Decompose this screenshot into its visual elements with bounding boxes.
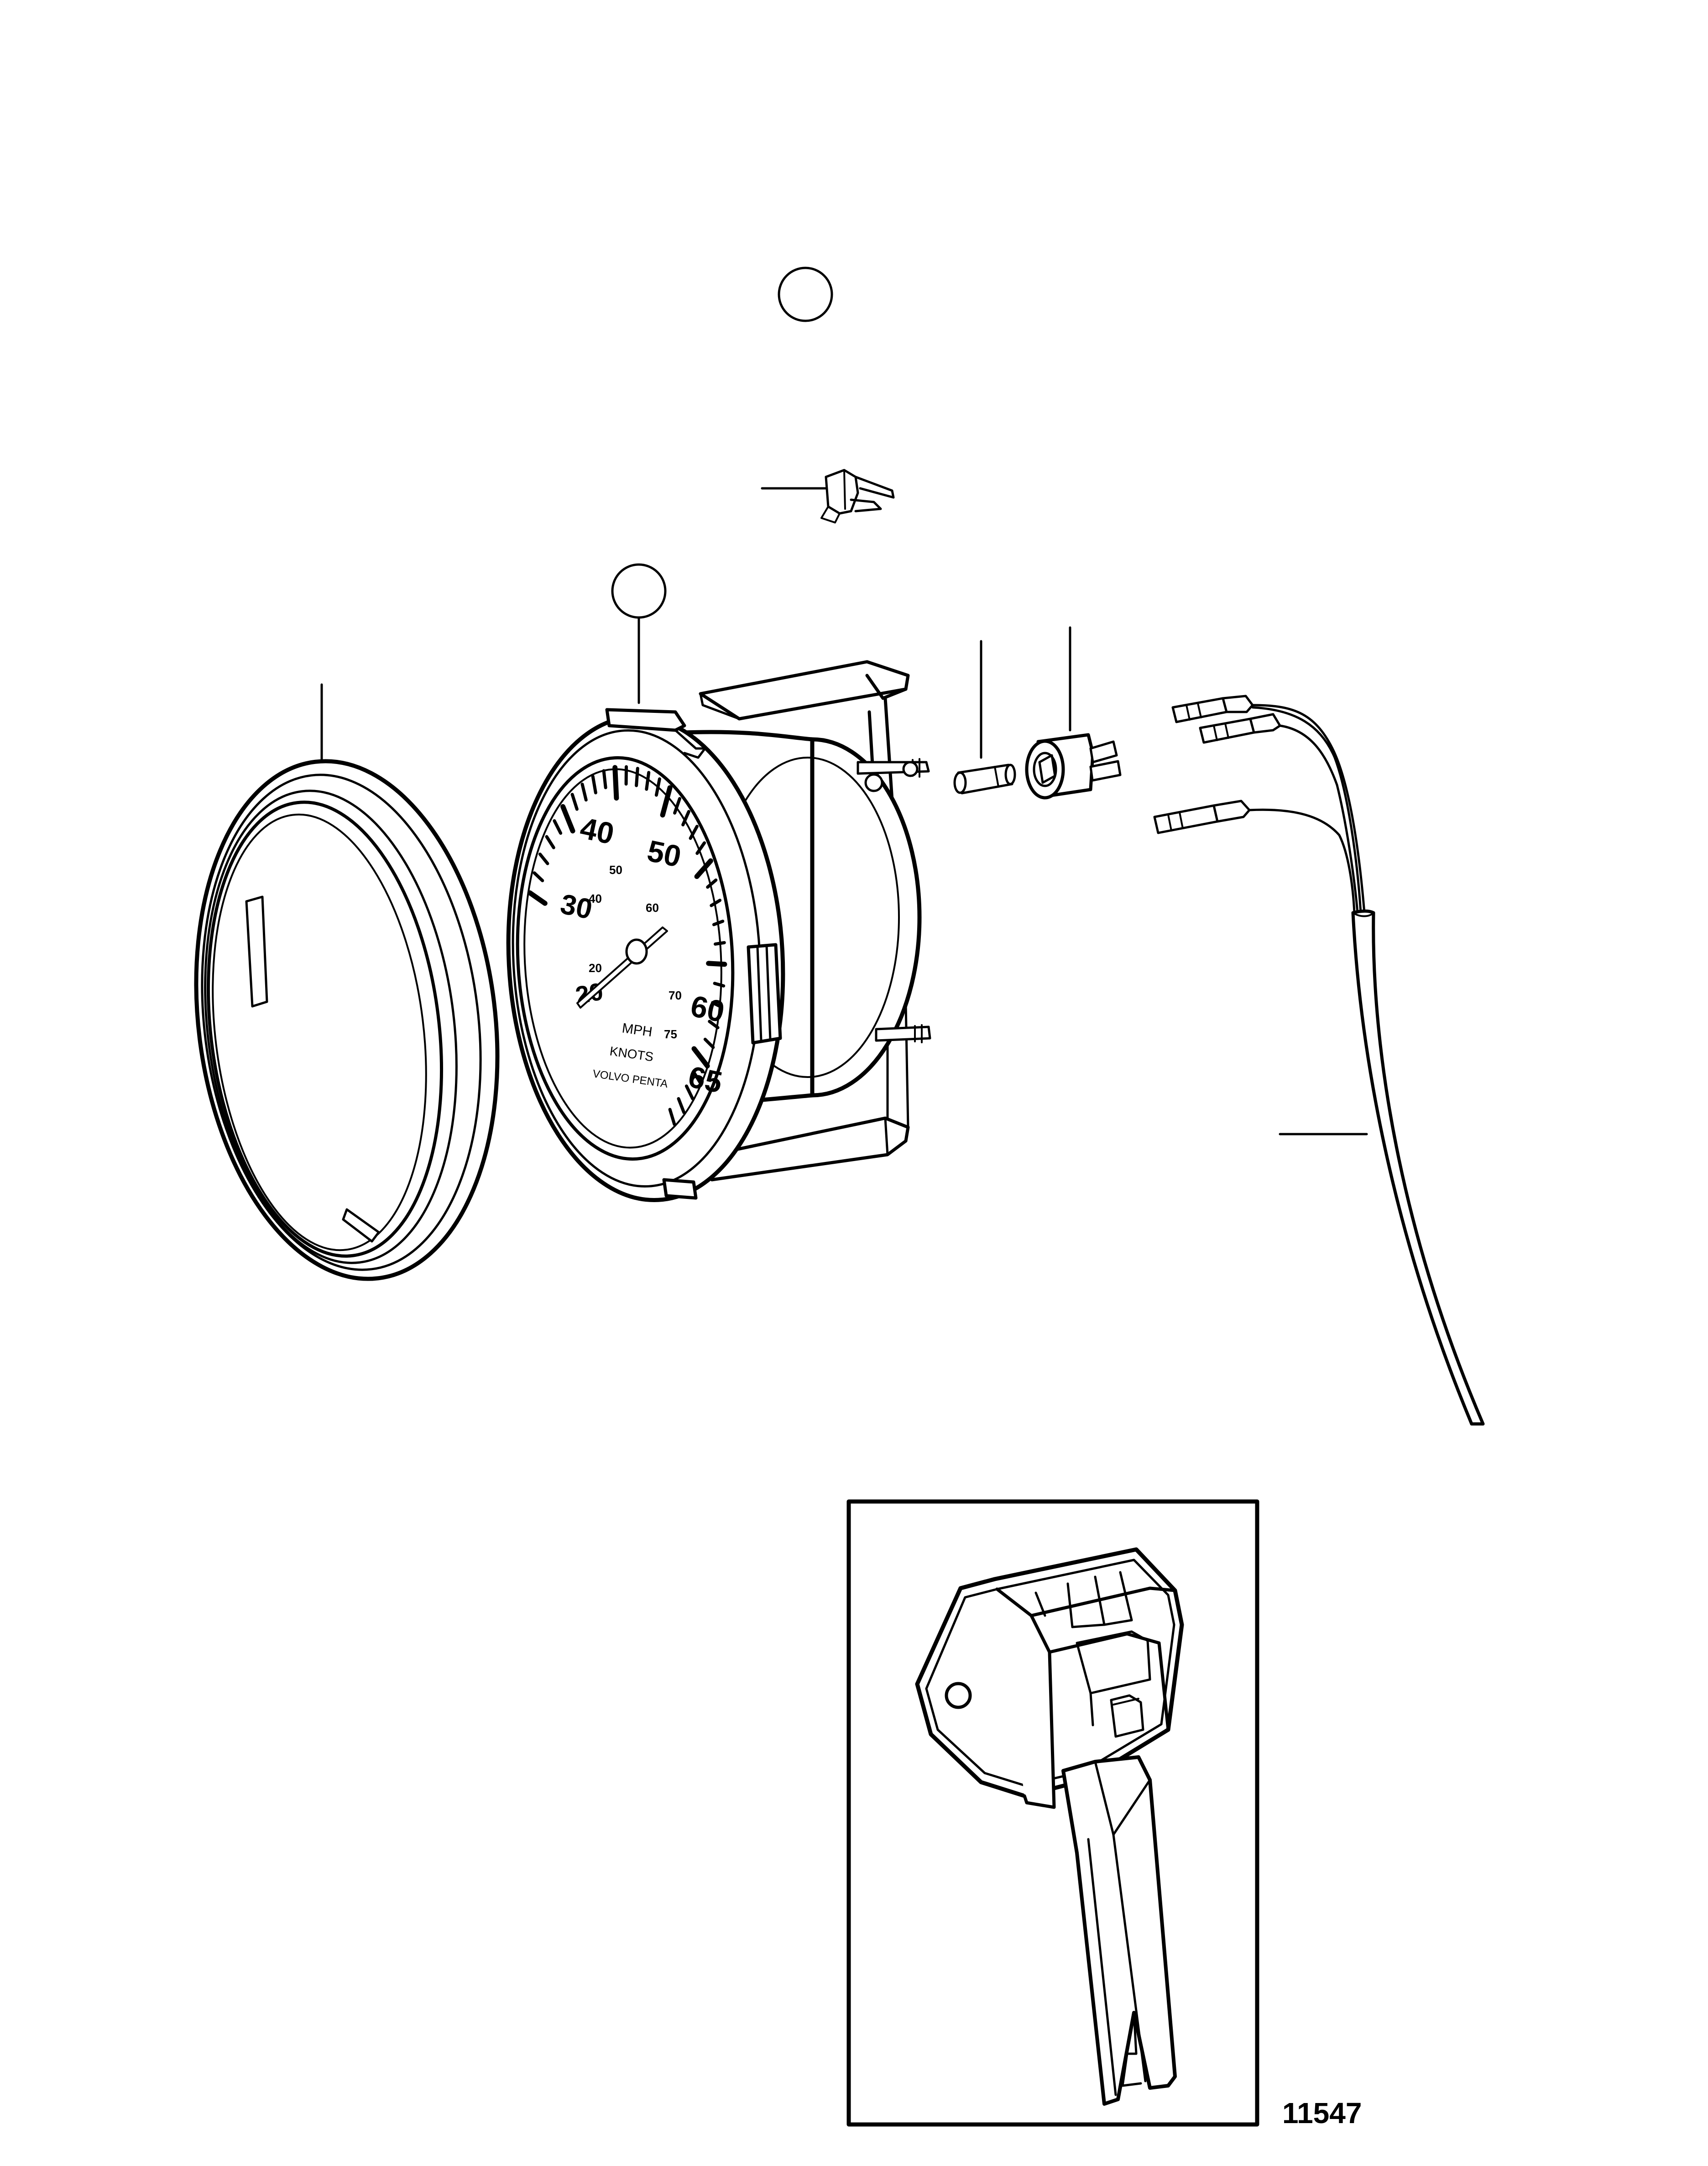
cable-connector <box>1199 713 1281 744</box>
dial-tick <box>602 769 607 790</box>
scale-major-label: 50 <box>644 833 684 874</box>
wiring-harness-part <box>1153 695 1485 1426</box>
indicator-bulb-part <box>953 764 1016 795</box>
dial-tick <box>654 777 661 797</box>
dial-tick <box>706 961 727 967</box>
detail-inset-frame <box>846 1499 1259 2127</box>
scale-major-label: 65 <box>685 1059 725 1099</box>
dial-tick <box>538 853 549 865</box>
dial-tick <box>533 871 544 883</box>
scale-major-label: 40 <box>577 811 617 851</box>
dial-tick <box>673 797 681 815</box>
dial-tick <box>689 825 699 840</box>
bezel-ring-part <box>194 683 500 1281</box>
dial-tick <box>684 1084 695 1100</box>
dial-tick <box>710 899 722 907</box>
scale-minor-label: 70 <box>669 989 682 1002</box>
dial-tick <box>591 774 597 795</box>
dial-tick <box>527 890 548 906</box>
dial-tick <box>708 1020 720 1030</box>
dial-tick <box>714 941 726 946</box>
mounting-stud-top <box>857 758 930 792</box>
dial-tick <box>580 782 588 802</box>
dial-tick <box>695 841 706 855</box>
dial-tick <box>711 1001 723 1009</box>
dial-tick <box>635 767 639 787</box>
scale-minor-label: 50 <box>609 863 622 877</box>
scale-minor-label: 40 <box>589 892 602 905</box>
lamp-holder-detail <box>915 1547 1184 2106</box>
dial-tick <box>703 1037 715 1049</box>
dial-tick <box>691 1046 710 1069</box>
dial-tick <box>553 819 563 835</box>
dial-tick <box>712 920 725 926</box>
dial-tick <box>660 785 673 818</box>
dial-tick <box>645 771 651 791</box>
scale-minor-label: 20 <box>589 961 602 975</box>
spring-clip-part <box>820 469 895 523</box>
mounting-stud-bottom <box>875 1024 931 1043</box>
speedometer-gauge-part: 20 30 40 50 60 65 20 40 50 60 70 75 MPH … <box>506 708 785 1203</box>
dial-tick <box>545 835 555 849</box>
callout-marker-gauge <box>611 563 667 704</box>
dial-tick-marks <box>527 765 727 1126</box>
callout-marker-top <box>778 267 833 322</box>
scale-major-label: 30 <box>558 888 595 926</box>
cable-connector <box>1171 695 1254 723</box>
scale-major-label: 60 <box>688 989 727 1029</box>
dial-tick <box>570 793 579 811</box>
dial-tick <box>694 858 713 879</box>
dial-tick <box>677 1097 686 1114</box>
figure-number: 11547 <box>1282 2097 1362 2129</box>
dial-tick <box>612 765 619 801</box>
cable-connector <box>1153 800 1251 834</box>
dial-tick <box>681 810 690 827</box>
gauge-needle <box>576 926 668 1009</box>
scale-minor-label: 60 <box>646 901 659 915</box>
lamp-holder-part <box>1025 733 1122 800</box>
dial-tick <box>713 982 726 988</box>
dial-tick <box>706 878 718 889</box>
dial-tick <box>560 804 575 834</box>
scale-minor-label: 75 <box>664 1027 677 1041</box>
dial-tick <box>668 1108 676 1126</box>
dial-tick <box>692 1070 702 1085</box>
